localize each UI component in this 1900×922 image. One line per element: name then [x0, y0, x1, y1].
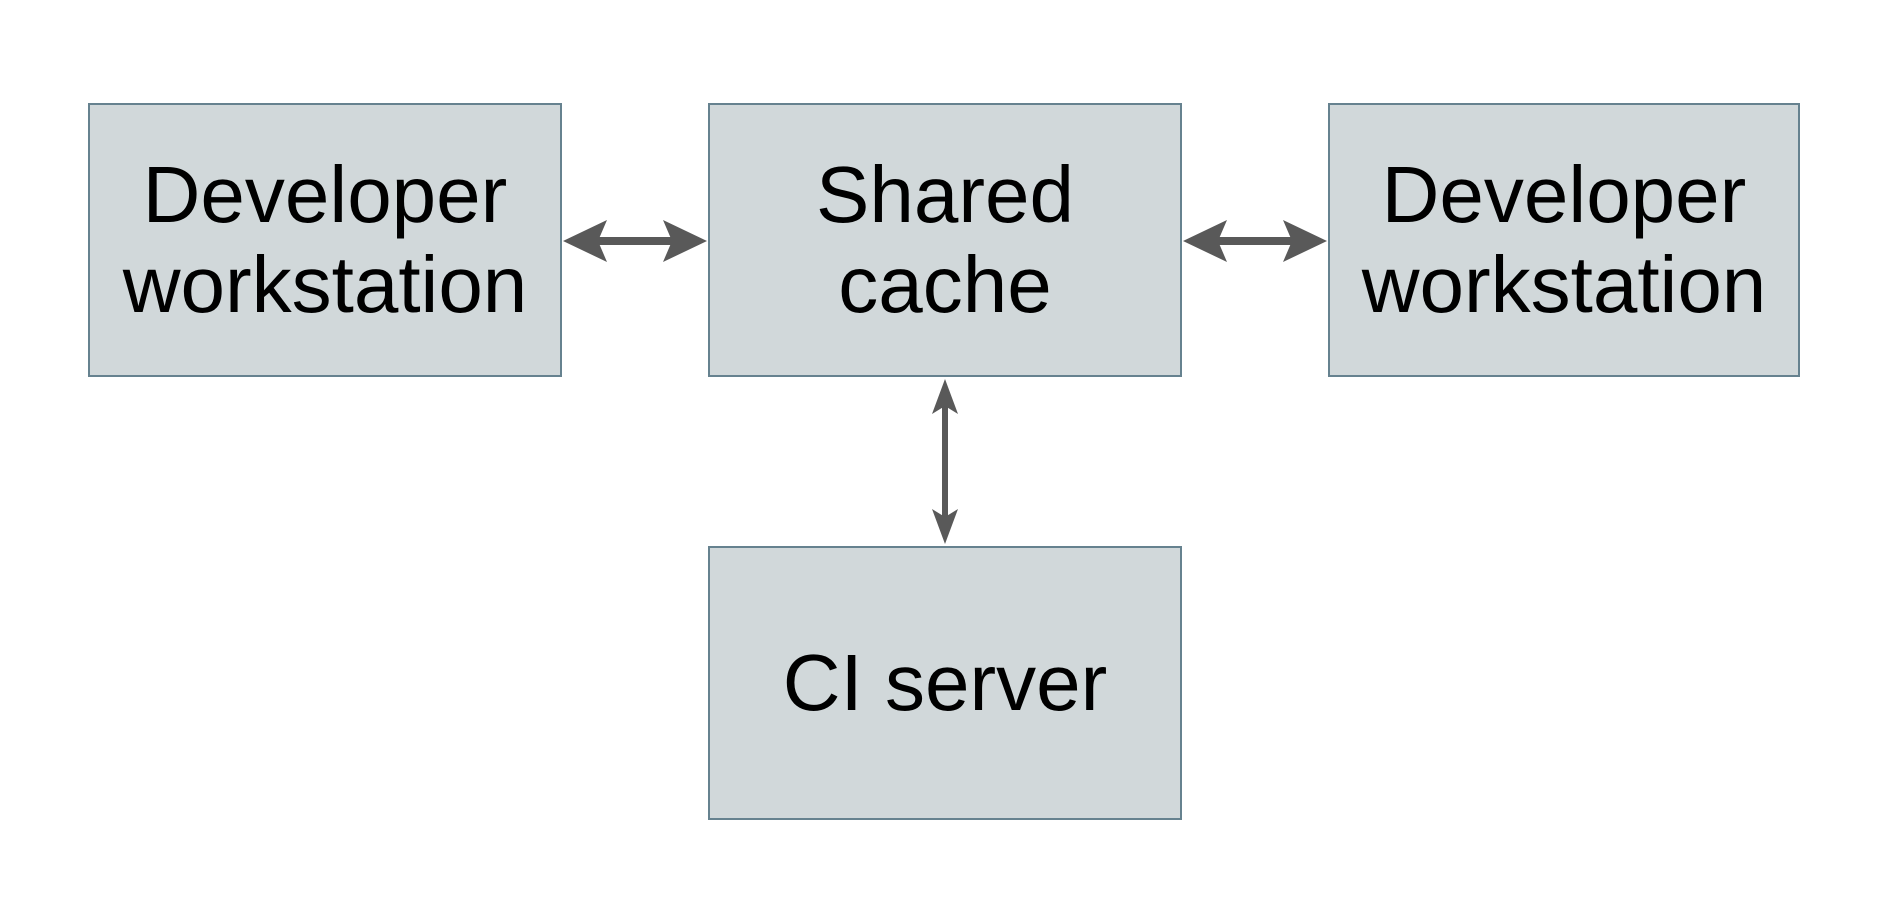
bidirectional-arrow-icon-cache-to-ci	[932, 379, 958, 544]
bidirectional-arrow-icon-left-to-cache	[563, 220, 707, 262]
bidirectional-arrow-icon-cache-to-right	[1183, 220, 1327, 262]
node-shared-cache: Shared cache	[708, 103, 1182, 377]
node-developer-workstation-left: Developer workstation	[88, 103, 562, 377]
node-developer-workstation-right: Developer workstation	[1328, 103, 1800, 377]
node-ci-server: CI server	[708, 546, 1182, 820]
